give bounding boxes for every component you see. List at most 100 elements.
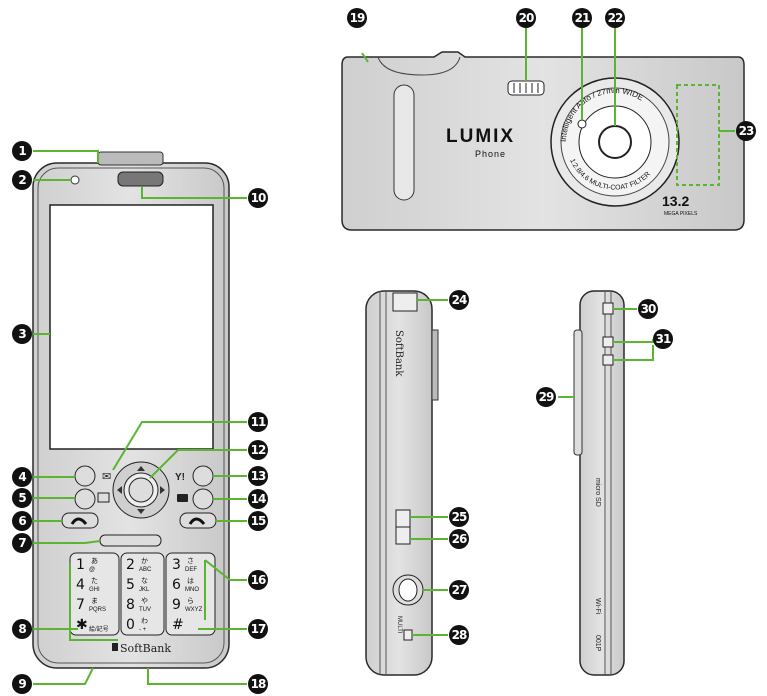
yahoo-icon: Y!	[175, 472, 185, 483]
strap-hole-right	[602, 302, 614, 315]
charge-terminal-1	[602, 336, 614, 348]
center-key	[128, 477, 154, 503]
callout-20: 20	[516, 8, 536, 28]
light-sensor	[70, 175, 80, 185]
callout-4: 4	[12, 467, 32, 487]
callout-11: 11	[248, 412, 268, 432]
callout-26: 26	[449, 529, 469, 549]
callout-6: 6	[12, 511, 32, 531]
key-sub: TUV	[139, 607, 151, 613]
key-sub: GHI	[89, 587, 100, 593]
key-number: #	[172, 617, 184, 633]
callout-12: 12	[248, 440, 268, 460]
key-number: 4	[76, 577, 85, 593]
callout-16: 16	[248, 570, 268, 590]
callout-3: 3	[12, 324, 32, 344]
key-number: 0	[126, 617, 135, 633]
mail-icon: ✉	[102, 471, 111, 483]
left-side-view: SoftBank MULTI	[365, 290, 439, 676]
callout-24: 24	[449, 290, 469, 310]
camera-key	[192, 488, 214, 510]
camera-icon	[177, 494, 188, 502]
callout-30: 30	[638, 299, 658, 319]
callout-25: 25	[449, 507, 469, 527]
front-brand: SoftBank	[120, 642, 171, 655]
key-kana: な	[141, 577, 148, 585]
callout-31: 31	[653, 329, 673, 349]
callout-18: 18	[248, 674, 268, 694]
side-key	[398, 578, 418, 602]
antenna-area	[676, 84, 720, 186]
back-view: Intelligent Auto / 27mm WIDE 1:2.8/4.6 M…	[341, 51, 745, 231]
key-kana: た	[91, 577, 98, 585]
key-number: ✱	[76, 617, 88, 633]
key-kana: は	[187, 577, 194, 585]
tv-key	[74, 488, 96, 510]
end-call-icon	[188, 517, 206, 525]
key-kana: や	[141, 597, 148, 605]
model-label: 001P	[594, 635, 601, 652]
megapixels-sub: MEGA PIXELS	[664, 211, 698, 217]
key-kana: わ	[141, 617, 148, 625]
callout-19: 19	[347, 8, 367, 28]
callout-2: 2	[12, 170, 32, 190]
key-sub: WXYZ	[185, 607, 203, 613]
callout-15: 15	[248, 511, 268, 531]
lumix-phone: Phone	[475, 149, 506, 159]
key-kana: ら	[187, 597, 194, 605]
key-kana: さ	[187, 557, 194, 565]
callout-23: 23	[736, 121, 756, 141]
key-sub: DEF	[185, 567, 197, 573]
key-number: 3	[172, 557, 181, 573]
keypad-key-10: ✱絵/記号	[76, 617, 109, 633]
callout-1: 1	[12, 141, 32, 161]
display	[49, 204, 214, 450]
camera-lens	[598, 125, 632, 159]
key-number: 9	[172, 597, 181, 613]
battery-cover-edge	[573, 329, 583, 456]
right-side-view: micro SD Wi-Fi 001P	[573, 290, 625, 676]
key-number: 8	[126, 597, 135, 613]
callout-10: 10	[248, 188, 268, 208]
key-sub: @	[89, 567, 95, 573]
callout-27: 27	[449, 580, 469, 600]
callout-9: 9	[12, 674, 32, 694]
key-kana: か	[141, 557, 148, 565]
lumix-logo: LUMIX	[446, 126, 515, 147]
key-number: 1	[76, 557, 85, 573]
key-sub: 絵/記号	[89, 625, 109, 633]
multi-label: MULTI	[396, 616, 402, 634]
key-sub: - +	[139, 627, 147, 633]
mail-key	[74, 465, 96, 487]
key-sub: ABC	[139, 567, 152, 573]
phone-icon	[70, 517, 88, 525]
key-sub: JKL	[139, 587, 150, 593]
callout-17: 17	[248, 619, 268, 639]
callout-21: 21	[572, 8, 592, 28]
callout-14: 14	[248, 489, 268, 509]
megapixels: 13.2	[662, 193, 689, 209]
callout-22: 22	[605, 8, 625, 28]
microsd-label: micro SD	[594, 478, 601, 507]
key-sub: MNO	[185, 587, 199, 593]
key-number: 2	[126, 557, 135, 573]
wifi-label: Wi-Fi	[594, 598, 601, 615]
callout-13: 13	[248, 466, 268, 486]
callout-28: 28	[449, 625, 469, 645]
callout-8: 8	[12, 619, 32, 639]
tv-icon	[97, 492, 110, 503]
side-brand: SoftBank	[393, 330, 404, 377]
key-number: 7	[76, 597, 85, 613]
key-number: 6	[172, 577, 181, 593]
